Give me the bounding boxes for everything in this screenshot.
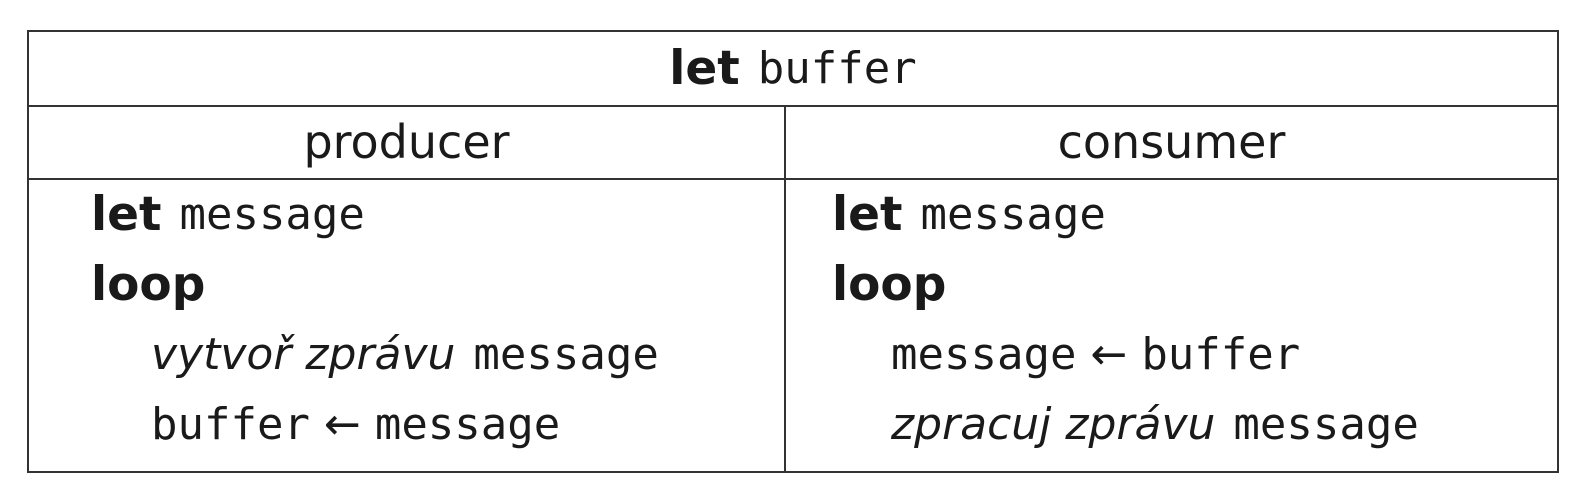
producer-line-let: let message — [91, 179, 365, 249]
consumer-line-assign: message←buffer — [891, 319, 1300, 389]
column-divider — [784, 105, 786, 471]
table-frame: let buffer producer consumer let message l… — [27, 30, 1559, 473]
producer-column-header: producer — [303, 114, 510, 169]
consumer-assign-source: buffer — [1141, 328, 1301, 380]
consumer-line-process: zpracuj zprávu message — [891, 389, 1419, 459]
table-title-row: let buffer — [29, 32, 1557, 107]
consumer-column-header: consumer — [1057, 114, 1286, 169]
title-variable: buffer — [757, 43, 917, 94]
producer-assign-target: buffer — [151, 398, 310, 450]
producer-let-keyword: let — [91, 186, 162, 242]
consumer-process-text: zpracuj zprávu — [891, 398, 1216, 450]
producer-create-text: vytvoř zprávu — [151, 328, 456, 380]
consumer-assign-target: message — [891, 328, 1077, 380]
consumer-process-variable: message — [1233, 398, 1419, 450]
column-header-row: producer consumer — [29, 105, 1557, 180]
consumer-line-let: let message — [832, 179, 1106, 249]
producer-assign-arrow: ← — [323, 398, 361, 450]
producer-line-assign: buffer←message — [151, 389, 560, 459]
producer-create-variable: message — [473, 328, 659, 380]
consumer-let-keyword: let — [832, 186, 903, 242]
producer-line-loop: loop — [91, 249, 205, 319]
producer-assign-source: message — [374, 398, 561, 450]
consumer-let-variable: message — [920, 188, 1106, 240]
consumer-loop-keyword: loop — [832, 256, 947, 312]
producer-let-variable: message — [179, 188, 365, 240]
consumer-line-loop: loop — [832, 249, 946, 319]
consumer-assign-arrow: ← — [1090, 328, 1128, 380]
title-keyword: let — [669, 41, 740, 96]
producer-loop-keyword: loop — [91, 256, 206, 312]
producer-line-create: vytvoř zprávu message — [151, 319, 659, 389]
